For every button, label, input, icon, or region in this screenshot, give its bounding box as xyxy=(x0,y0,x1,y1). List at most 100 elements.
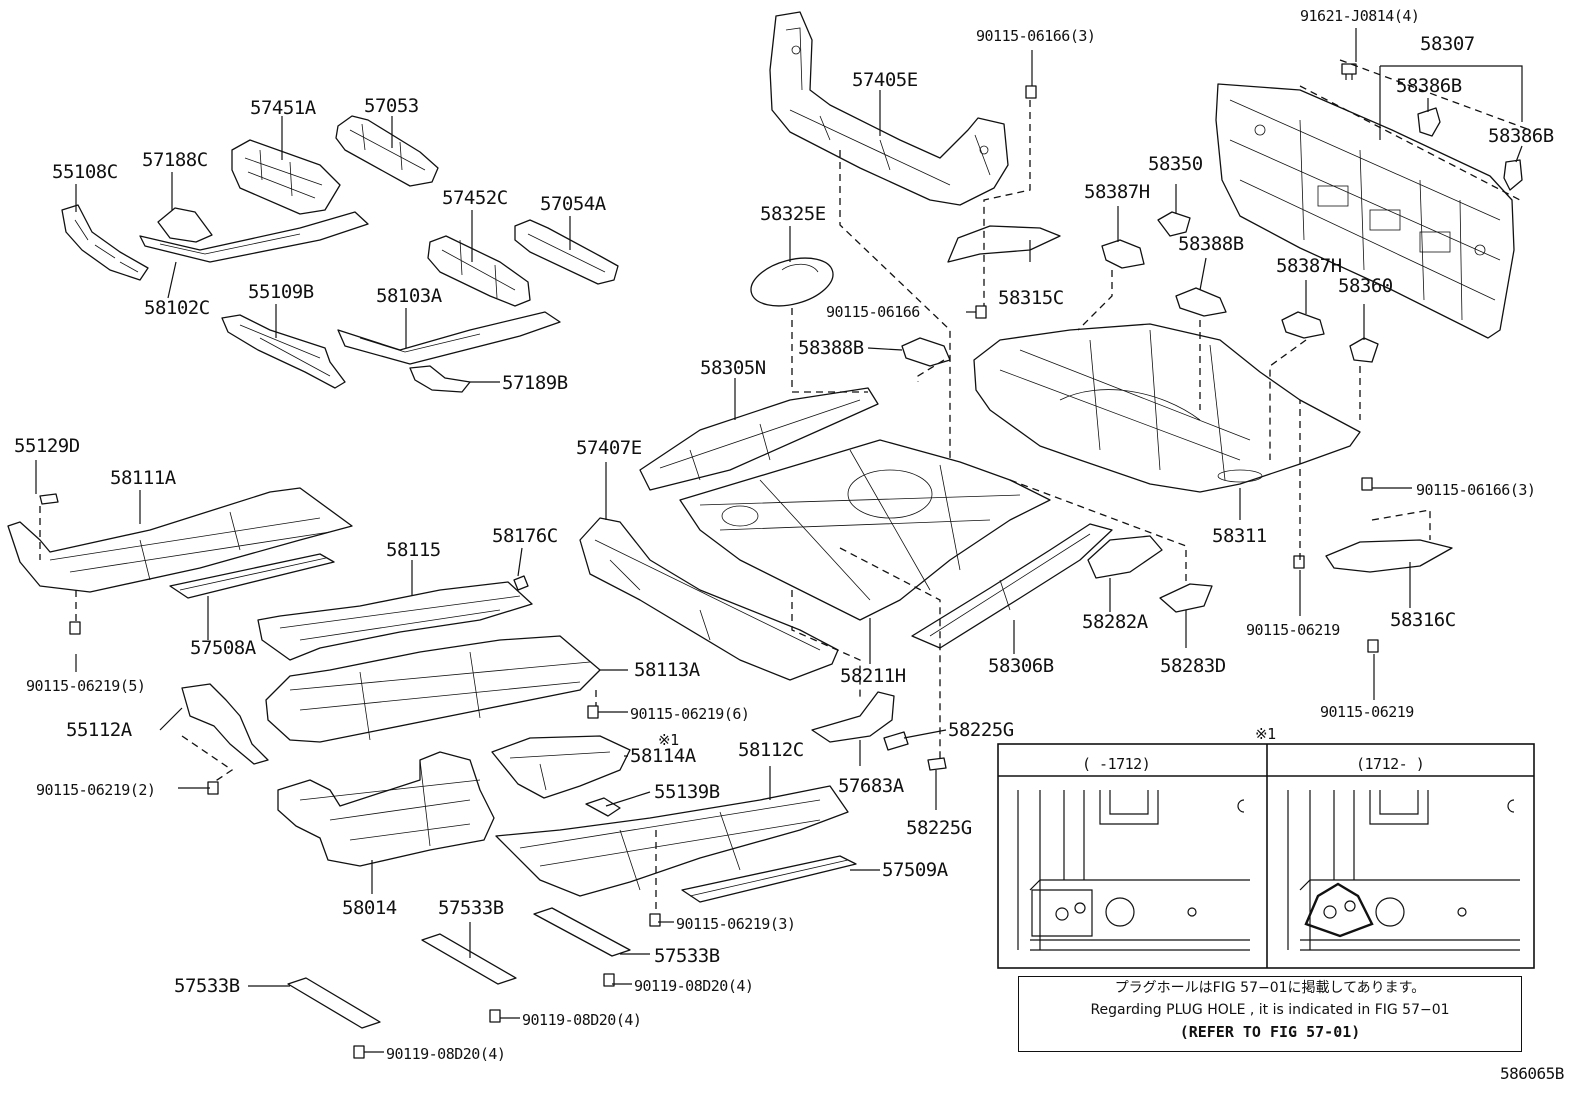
callout-57407e[interactable]: 57407E xyxy=(576,437,642,459)
callout-58113a[interactable]: 58113A xyxy=(634,659,700,681)
callout-58176c[interactable]: 58176C xyxy=(492,525,558,547)
part-57405e xyxy=(769,11,1009,206)
callout-57189b[interactable]: 57189B xyxy=(502,372,568,394)
callout-58350[interactable]: 58350 xyxy=(1148,153,1203,175)
callout-57508a[interactable]: 57508A xyxy=(190,637,256,659)
callout-91621-j0814[interactable]: 91621-J0814(4) xyxy=(1300,7,1420,25)
callout-55108c[interactable]: 55108C xyxy=(52,161,118,183)
diagram-code: 586065B xyxy=(1500,1064,1564,1083)
callout-58103a[interactable]: 58103A xyxy=(376,285,442,307)
callout-55109b[interactable]: 55109B xyxy=(248,281,314,303)
callout-90115-06166-3-right[interactable]: 90115-06166(3) xyxy=(1416,481,1536,499)
callout-58305n[interactable]: 58305N xyxy=(700,357,766,379)
part-57533b-left xyxy=(287,977,381,1029)
part-58111a xyxy=(7,487,353,593)
callout-90115-06219-3[interactable]: 90115-06219(3) xyxy=(676,915,796,933)
part-58388b-left xyxy=(901,337,951,367)
callout-58388b-right[interactable]: 58388B xyxy=(1178,233,1244,255)
callout-58387h-right[interactable]: 58387H xyxy=(1276,255,1342,277)
part-57054a xyxy=(514,219,619,285)
part-58114a xyxy=(491,735,631,799)
part-58387h-right xyxy=(1281,311,1325,339)
callout-57533b-left[interactable]: 57533B xyxy=(174,975,240,997)
part-58387h-left xyxy=(1101,239,1145,269)
part-58386b-lower xyxy=(1503,159,1523,191)
callout-58283d[interactable]: 58283D xyxy=(1160,655,1226,677)
callout-58386b-upper[interactable]: 58386B xyxy=(1396,75,1462,97)
part-58115 xyxy=(257,581,533,661)
callout-58211h[interactable]: 58211H xyxy=(840,665,906,687)
callout-58311[interactable]: 58311 xyxy=(1212,525,1267,547)
part-55139b xyxy=(585,797,621,817)
callout-90115-06219-5[interactable]: 90115-06219(5) xyxy=(26,677,146,695)
inset-right-detail xyxy=(1287,790,1520,951)
part-58386b-upper xyxy=(1417,107,1441,137)
callout-57405e[interactable]: 57405E xyxy=(852,69,918,91)
part-57509a xyxy=(681,855,857,903)
part-57533b-middle xyxy=(421,933,517,985)
callout-55129d[interactable]: 55129D xyxy=(14,435,80,457)
callout-58112c[interactable]: 58112C xyxy=(738,739,804,761)
part-58316c xyxy=(1325,539,1453,573)
callout-58102c[interactable]: 58102C xyxy=(144,297,210,319)
inset-right-header: (1712- ) xyxy=(1356,755,1425,773)
callout-57451a[interactable]: 57451A xyxy=(250,97,316,119)
callout-90115-06166-mid[interactable]: 90115-06166 xyxy=(826,303,920,321)
callout-57452c[interactable]: 57452C xyxy=(442,187,508,209)
callout-58115[interactable]: 58115 xyxy=(386,539,441,561)
inset-left-detail xyxy=(1017,790,1250,951)
part-57508a xyxy=(169,553,335,599)
callout-90119-08d20-left[interactable]: 90119-08D20(4) xyxy=(386,1045,506,1063)
part-58282a xyxy=(1087,535,1163,579)
callout-90115-06219-6[interactable]: 90115-06219(6) xyxy=(630,705,750,723)
part-55108c xyxy=(61,204,149,281)
callout-90119-08d20-right[interactable]: 90119-08D20(4) xyxy=(634,977,754,995)
callout-58315c[interactable]: 58315C xyxy=(998,287,1064,309)
callout-58014[interactable]: 58014 xyxy=(342,897,397,919)
inset-panel xyxy=(997,743,1535,969)
callout-58111a[interactable]: 58111A xyxy=(110,467,176,489)
callout-57683a[interactable]: 57683A xyxy=(838,775,904,797)
callout-ref-mark: ※1 xyxy=(658,731,679,749)
callout-57054a[interactable]: 57054A xyxy=(540,193,606,215)
callout-58360[interactable]: 58360 xyxy=(1338,275,1393,297)
callout-57509a[interactable]: 57509A xyxy=(882,859,948,881)
bolt-icons xyxy=(69,85,1379,1059)
part-58306b xyxy=(911,523,1113,649)
part-58360 xyxy=(1349,337,1379,363)
callout-90119-08d20-middle[interactable]: 90119-08D20(4) xyxy=(522,1011,642,1029)
callout-58388b-left[interactable]: 58388B xyxy=(798,337,864,359)
callout-58386b-lower[interactable]: 58386B xyxy=(1488,125,1554,147)
callout-90115-06219-a[interactable]: 90115-06219 xyxy=(1246,621,1340,639)
callout-57533b-middle[interactable]: 57533B xyxy=(438,897,504,919)
callout-90115-06219-b[interactable]: 90115-06219 xyxy=(1320,703,1414,721)
part-58350 xyxy=(1157,211,1191,237)
callout-58282a[interactable]: 58282A xyxy=(1082,611,1148,633)
part-57189b xyxy=(409,365,471,393)
callout-55139b[interactable]: 55139B xyxy=(654,781,720,803)
part-57451a xyxy=(231,139,341,215)
inset-marker: ※1 xyxy=(1255,725,1276,743)
part-57683a xyxy=(811,691,895,743)
callout-57188c[interactable]: 57188C xyxy=(142,149,208,171)
callout-58306b[interactable]: 58306B xyxy=(988,655,1054,677)
callout-58387h-left[interactable]: 58387H xyxy=(1084,181,1150,203)
part-55129d xyxy=(39,493,59,505)
callout-57053[interactable]: 57053 xyxy=(364,95,419,117)
bolt-91621 xyxy=(1341,63,1357,80)
callout-58225g-upper[interactable]: 58225G xyxy=(948,719,1014,741)
note-japanese: プラグホールはFIG 57−01に掲載してあります。 xyxy=(1114,980,1426,996)
note-english: Regarding PLUG HOLE , it is indicated in… xyxy=(1090,1002,1450,1018)
part-58014 xyxy=(277,751,495,867)
callout-58114a[interactable]: 58114A xyxy=(630,745,696,767)
callout-58225g-lower[interactable]: 58225G xyxy=(906,817,972,839)
callout-58307[interactable]: 58307 xyxy=(1420,33,1475,55)
callout-90115-06219-2[interactable]: 90115-06219(2) xyxy=(36,781,156,799)
callout-55112a[interactable]: 55112A xyxy=(66,719,132,741)
callout-90115-06166-3-top[interactable]: 90115-06166(3) xyxy=(976,27,1096,45)
note-reference: (REFER TO FIG 57-01) xyxy=(1179,1023,1361,1041)
callout-58325e[interactable]: 58325E xyxy=(760,203,826,225)
callout-58316c[interactable]: 58316C xyxy=(1390,609,1456,631)
callout-57533b-right[interactable]: 57533B xyxy=(654,945,720,967)
